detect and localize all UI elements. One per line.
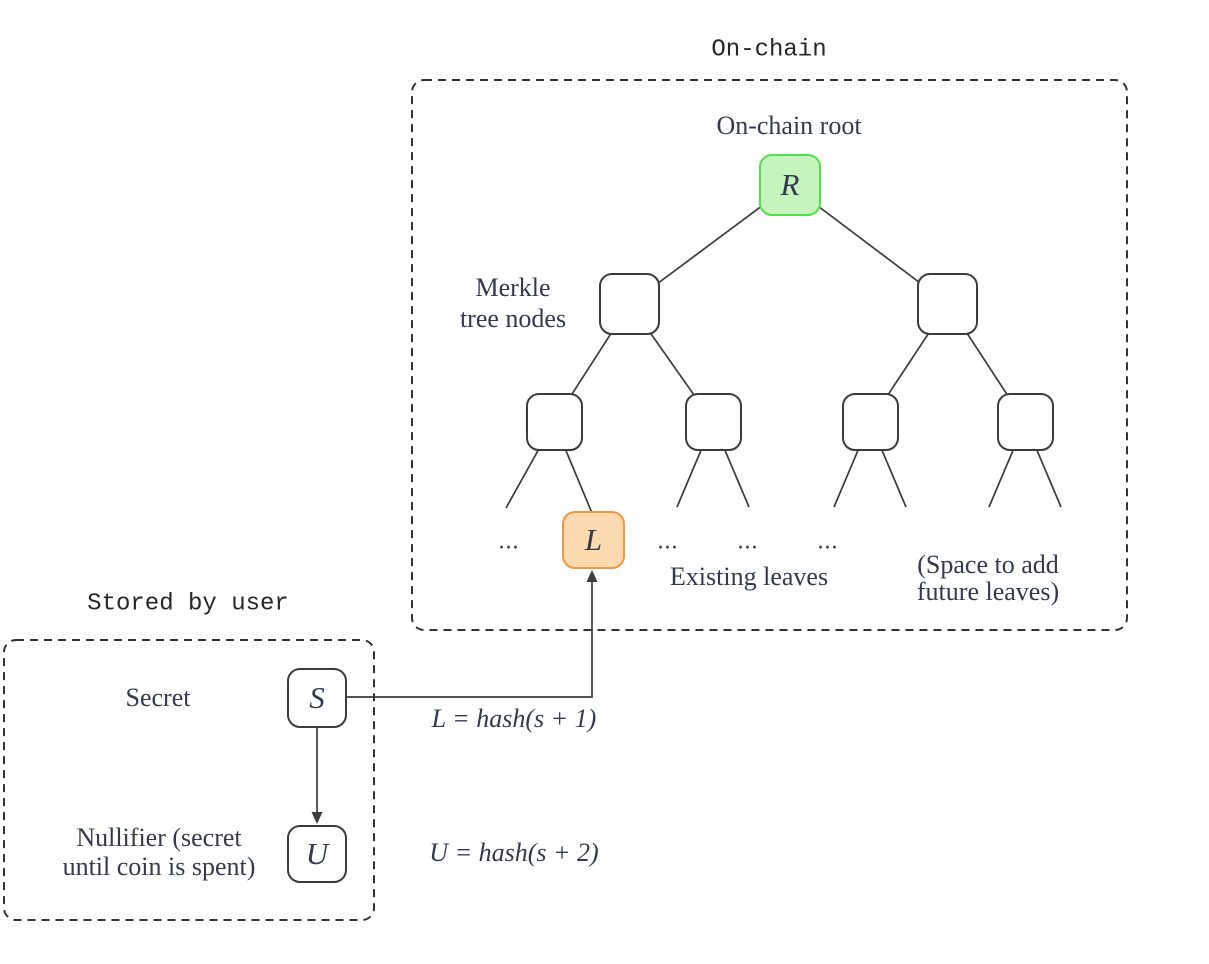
arrowhead-leaf-icon <box>586 570 598 582</box>
node-root-letter: R <box>780 167 800 202</box>
future-leaves-line2: future leaves) <box>916 577 1060 606</box>
node-leaf-letter: L <box>584 522 603 557</box>
existing-leaves-caption: Existing leaves <box>669 562 829 591</box>
arrowhead-nullifier-icon <box>311 812 323 824</box>
nullifier-caption: Nullifier (secret until coin is spent) <box>63 823 256 881</box>
secret-caption: Secret <box>125 683 191 712</box>
nullifier-formula: U = hash(s + 2) <box>429 838 599 867</box>
node-root: R <box>759 154 821 216</box>
leaf-formula: L = hash(s + 1) <box>431 704 597 733</box>
leaf-ellipsis-4: ... <box>817 528 839 555</box>
arrow-secret-to-leaf <box>347 575 593 698</box>
future-leaves-line1: (Space to add <box>917 550 1059 579</box>
merkle-caption-line2: tree nodes <box>459 304 567 333</box>
node-nullifier: U <box>287 825 347 883</box>
node-internal-b <box>685 393 742 451</box>
node-leaf: L <box>562 511 625 569</box>
node-nullifier-letter: U <box>305 836 329 871</box>
node-internal-c <box>842 393 899 451</box>
nullifier-caption-line1: Nullifier (secret <box>76 823 242 852</box>
onchain-region-label: On-chain <box>711 36 827 64</box>
node-secret: S <box>287 668 347 728</box>
nullifier-caption-line2: until coin is spent) <box>62 852 256 881</box>
onchain-root-caption: On-chain root <box>716 111 862 140</box>
leaf-ellipsis-3: ... <box>737 528 759 555</box>
leaf-ellipsis-2: ... <box>657 528 679 555</box>
node-secret-letter: S <box>309 680 325 715</box>
node-internal-left <box>599 273 660 335</box>
node-internal-d <box>997 393 1054 451</box>
node-internal-a <box>526 393 583 451</box>
stored-region-box <box>3 639 375 921</box>
merkle-nodes-caption: Merkle tree nodes <box>460 272 566 334</box>
stored-region-label: Stored by user <box>87 590 289 618</box>
leaf-ellipsis-1: ... <box>498 528 520 555</box>
merkle-caption-line1: Merkle <box>475 273 551 302</box>
onchain-region-box <box>411 79 1128 631</box>
future-leaves-caption: (Space to add future leaves) <box>917 551 1059 605</box>
node-internal-right <box>917 273 978 335</box>
